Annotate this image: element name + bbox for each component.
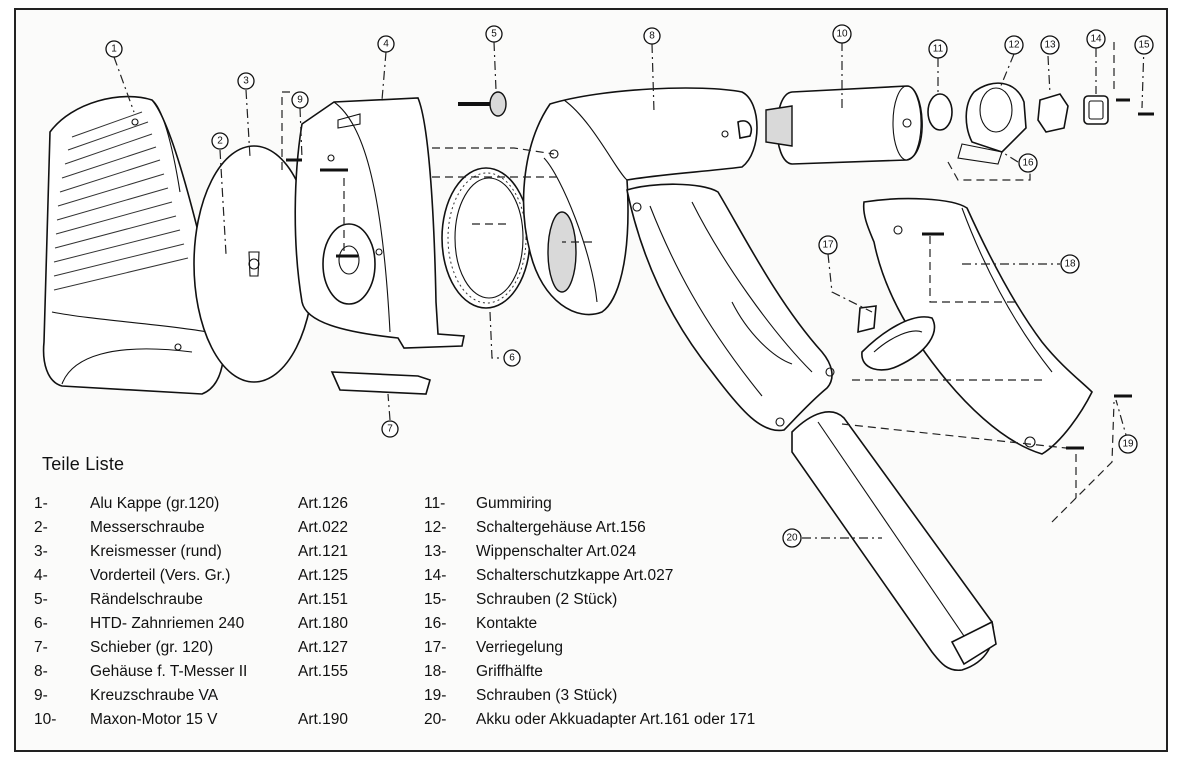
svg-text:14: 14	[1090, 34, 1102, 45]
callout-8: 8	[643, 27, 661, 45]
callout-14: 14	[1086, 29, 1106, 49]
part-switch-housing	[957, 82, 1027, 165]
parts-list-title: Teile Liste	[42, 454, 125, 474]
part-knurled-screw	[458, 91, 507, 117]
svg-text:7: 7	[387, 424, 393, 435]
svg-text:8: 8	[649, 31, 655, 42]
part-cross-screws	[286, 158, 358, 258]
callout-12: 12	[1004, 35, 1024, 55]
callout-9: 9	[291, 91, 309, 109]
part-screws-2	[1116, 98, 1154, 116]
svg-text:18: 18	[1064, 259, 1076, 270]
part-timing-belt	[441, 167, 531, 309]
part-front-housing	[294, 97, 465, 349]
svg-text:12: 12	[1008, 40, 1020, 51]
part-screws-3	[922, 232, 1132, 450]
part-switch-cap	[1083, 95, 1109, 125]
part-lock	[857, 305, 936, 371]
svg-text:10: 10	[836, 29, 848, 40]
part-rocker-switch	[1037, 93, 1069, 133]
callout-19: 19	[1118, 434, 1138, 454]
part-maxon-motor	[765, 85, 923, 165]
svg-text:2: 2	[217, 136, 223, 147]
callout-20: 20	[782, 528, 802, 548]
callout-3: 3	[237, 72, 255, 90]
svg-text:17: 17	[822, 240, 834, 251]
svg-text:4: 4	[383, 39, 389, 50]
callout-5: 5	[485, 25, 503, 43]
svg-text:11: 11	[933, 44, 944, 55]
assembly-lines	[281, 42, 1115, 523]
part-alu-cap	[42, 95, 225, 395]
part-rubber-ring	[927, 93, 953, 131]
callout-17: 17	[818, 235, 838, 255]
svg-text:9: 9	[297, 95, 303, 106]
svg-text:1: 1	[111, 44, 117, 55]
svg-text:13: 13	[1044, 40, 1056, 51]
svg-text:3: 3	[243, 76, 249, 87]
part-slider	[330, 371, 431, 395]
callout-1: 1	[105, 40, 123, 58]
part-handle-shell	[626, 183, 835, 432]
callout-7: 7	[381, 420, 399, 438]
callout-13: 13	[1040, 35, 1060, 55]
drawing-sheet: 1 2 3 4 5 6 7 8 9 10 11 12 13 14 15 16 1…	[14, 8, 1168, 752]
callout-15: 15	[1134, 35, 1154, 55]
callout-11: 11	[928, 39, 948, 59]
part-battery	[791, 411, 997, 672]
svg-text:20: 20	[786, 533, 798, 544]
exploded-view-drawing: 1 2 3 4 5 6 7 8 9 10 11 12 13 14 15 16 1…	[42, 24, 1154, 672]
callout-4: 4	[377, 35, 395, 53]
callout-2: 2	[211, 132, 229, 150]
svg-text:15: 15	[1138, 40, 1150, 51]
part-grip-half	[862, 197, 1093, 455]
svg-text:16: 16	[1022, 158, 1034, 169]
callout-10: 10	[832, 24, 852, 44]
callout-16: 16	[1018, 153, 1038, 173]
part-main-housing	[522, 87, 758, 316]
svg-text:19: 19	[1122, 439, 1134, 450]
callout-6: 6	[503, 349, 521, 367]
callout-18: 18	[1060, 254, 1080, 274]
svg-text:5: 5	[491, 29, 497, 40]
svg-text:6: 6	[509, 353, 515, 364]
